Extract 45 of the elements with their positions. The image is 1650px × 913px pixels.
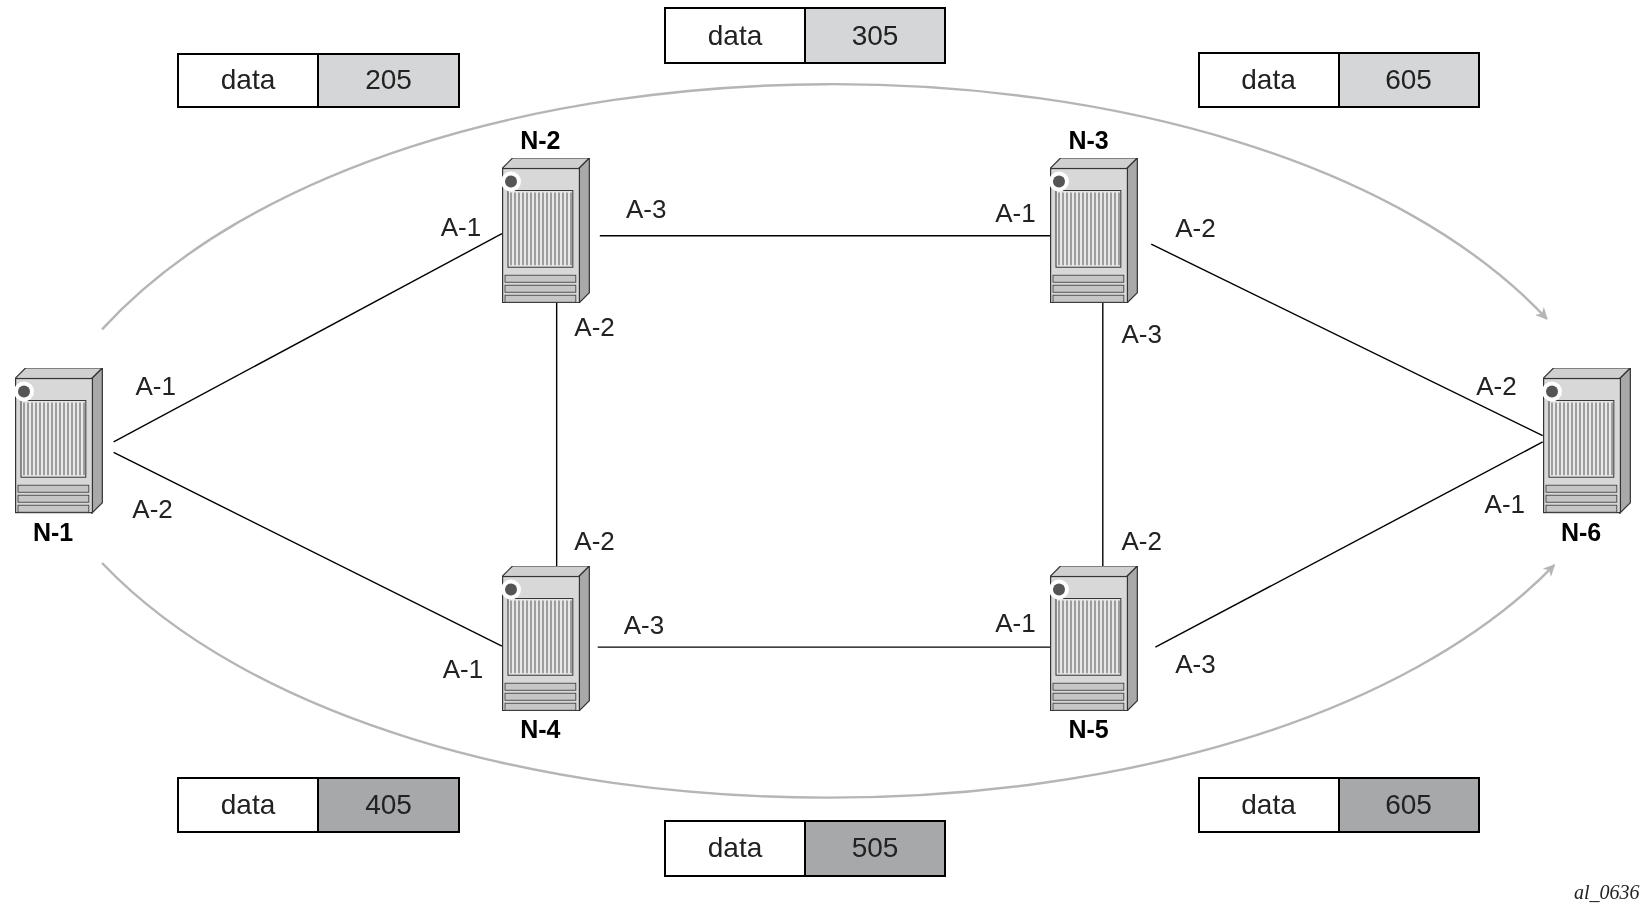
port-label: A-3	[1175, 648, 1216, 680]
port-label: A-2	[574, 311, 615, 343]
curved-arrow	[101, 562, 1556, 799]
port-label: A-1	[995, 197, 1036, 229]
port-label: A-1	[135, 370, 176, 402]
link-line	[1102, 302, 1104, 569]
field-value: 605	[1337, 53, 1478, 107]
packet-box	[176, 52, 460, 109]
link-line	[112, 232, 503, 443]
port-label: A-2	[1175, 212, 1216, 244]
port-label: A-1	[1484, 488, 1525, 520]
port-label: A-3	[1121, 318, 1162, 350]
curved-arrow	[101, 83, 1548, 331]
port-label: A-3	[623, 609, 665, 641]
node-label: N-5	[1068, 715, 1109, 745]
packet-box	[176, 776, 460, 834]
link-line	[599, 235, 1051, 237]
port-label: A-1	[442, 653, 484, 685]
port-label: A-3	[625, 193, 667, 225]
field-value: 305	[804, 9, 944, 63]
port-label: A-2	[1121, 525, 1162, 557]
link-line	[1154, 441, 1544, 648]
link-line	[1150, 243, 1544, 437]
port-label: A-2	[574, 525, 615, 557]
packet-box	[664, 7, 946, 65]
packet-box	[1197, 51, 1480, 109]
field-value: 205	[317, 54, 458, 107]
node-label: N-6	[1560, 517, 1602, 547]
port-label: A-1	[440, 211, 482, 243]
port-label: A-1	[995, 607, 1036, 639]
link-line	[597, 646, 1051, 648]
node-label: N-1	[33, 517, 74, 547]
node-label: N-2	[520, 125, 561, 155]
link-line	[555, 302, 558, 569]
field-value: 505	[804, 821, 944, 875]
field-value: 605	[1337, 778, 1478, 832]
port-label: A-2	[1476, 370, 1517, 402]
port-label: A-2	[132, 493, 173, 525]
packet-box	[1197, 776, 1480, 834]
node-label: N-4	[520, 715, 561, 745]
packet-box	[664, 819, 946, 877]
node-label: N-3	[1068, 125, 1109, 155]
link-line	[112, 451, 503, 647]
field-value: 405	[317, 778, 458, 832]
figure-id: al_0636	[1574, 880, 1640, 904]
